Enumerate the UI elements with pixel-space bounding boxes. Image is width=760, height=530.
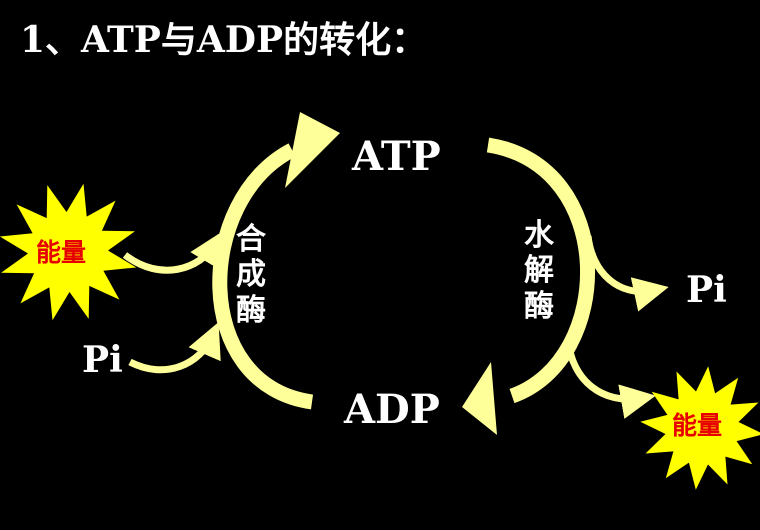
synthesis-arc: [212, 143, 314, 410]
page-title: 1、ATP与ADP的转化：: [20, 19, 428, 61]
energy-output-label: 能量: [672, 411, 723, 440]
pi-output-label: Pi: [686, 269, 727, 311]
adp-label: ADP: [344, 386, 440, 433]
energy-input-starburst: [0, 183, 137, 321]
synthesis-arrowhead: [285, 112, 340, 188]
synthase-enzyme-label: 合成酶: [236, 222, 266, 328]
pi-input-label: Pi: [82, 339, 123, 381]
hydrolase-enzyme-label: 水解酶: [524, 218, 554, 324]
energy-output-arrow: [564, 339, 656, 419]
hydrolysis-arc: [486, 137, 596, 404]
pi-input-arrow: [128, 322, 221, 374]
energy-output-starburst: [640, 366, 760, 490]
atp-label: ATP: [352, 133, 441, 180]
energy-input-arrow: [122, 230, 224, 274]
hydrolysis-arrowhead: [462, 362, 497, 435]
energy-input-label: 能量: [36, 238, 87, 267]
pi-output-arrow: [584, 235, 669, 312]
